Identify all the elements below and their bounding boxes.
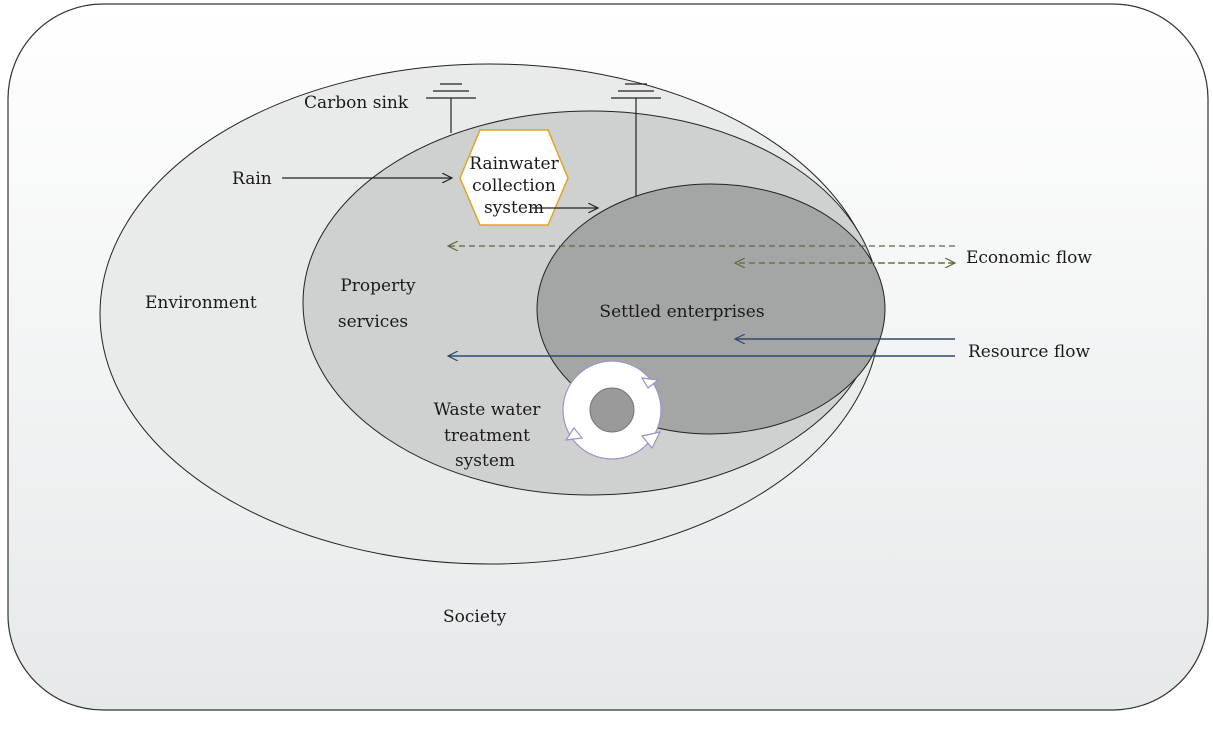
rainwater-label-line2: collection [472,176,556,196]
waste-water-label-line1: Waste water [434,400,542,420]
economic-flow-label: Economic flow [966,248,1092,268]
rain-label: Rain [232,169,272,189]
rainwater-label-line1: Rainwater [469,154,559,174]
property-services-label-line1: Property [340,276,416,296]
society-label: Society [443,607,507,627]
waste-water-label-line3: system [455,451,515,471]
recycle-icon [562,360,662,460]
carbon-sink-symbol-right [611,83,661,196]
carbon-sink-label: Carbon sink [304,93,409,113]
environment-label: Environment [145,293,257,313]
carbon-sink-symbol-left [426,83,476,133]
rainwater-hexagon [459,129,569,226]
rainwater-label-line3: system [484,198,544,218]
property-services-label-line2: services [338,312,408,332]
waste-water-label-line2: treatment [444,426,530,446]
settled-enterprises-label: Settled enterprises [599,302,764,322]
resource-flow-label: Resource flow [968,342,1090,362]
